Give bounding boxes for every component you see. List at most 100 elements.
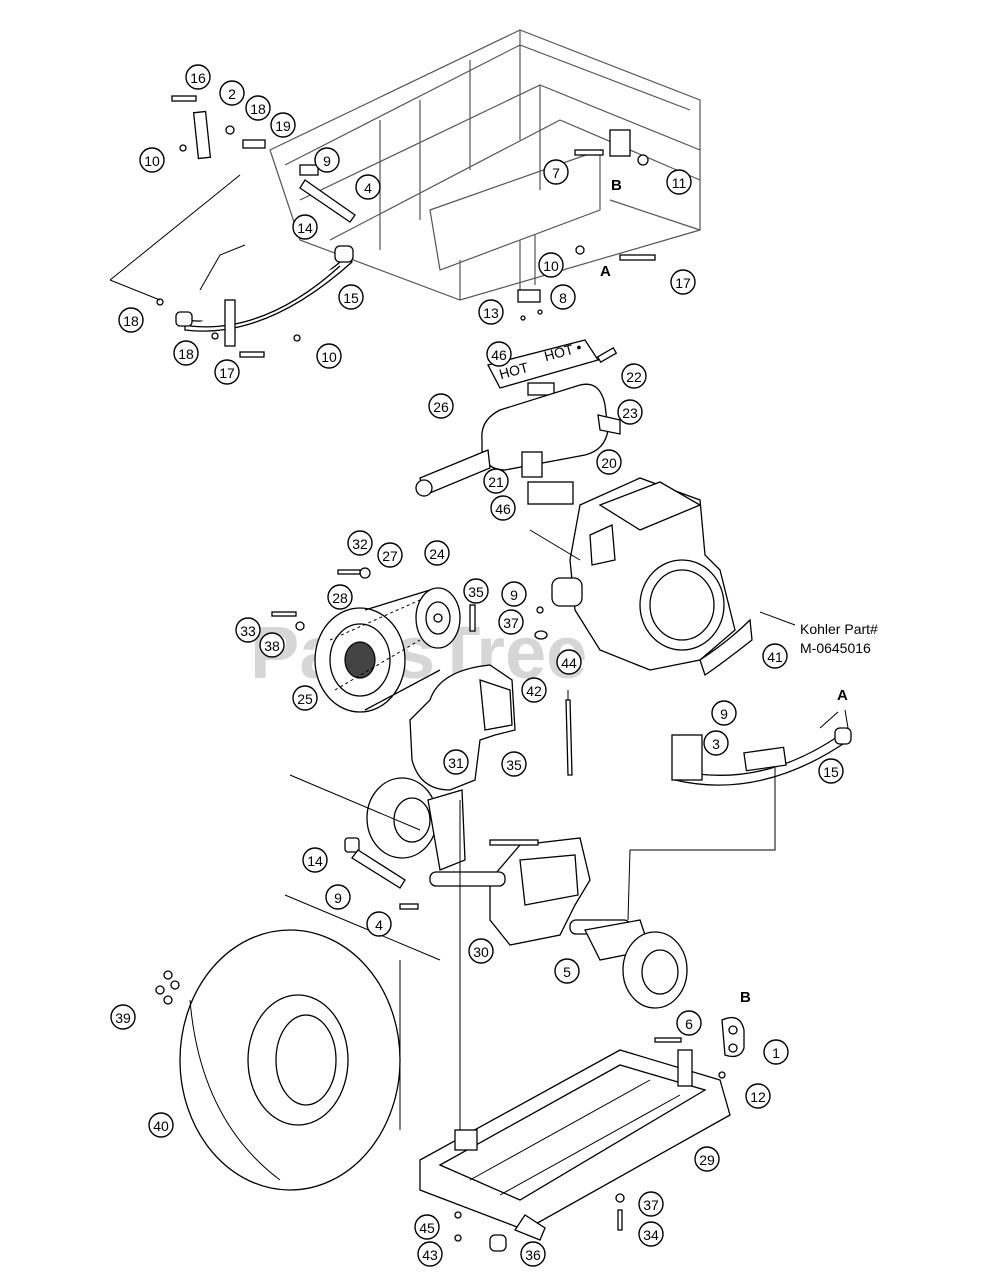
callout-number: 42	[526, 683, 542, 699]
callout-9: 9	[325, 884, 351, 910]
callout-38: 38	[259, 632, 285, 658]
callout-number: 15	[823, 764, 839, 780]
callout-13: 13	[478, 299, 504, 325]
callout-11: 11	[666, 169, 692, 195]
callout-34: 34	[638, 1221, 664, 1247]
callout-number: 3	[712, 736, 720, 752]
callout-number: 2	[228, 86, 236, 102]
callout-10: 10	[538, 252, 564, 278]
muffler	[415, 383, 621, 497]
washer-37	[615, 1193, 625, 1203]
callout-number: 27	[382, 548, 398, 564]
callout-35: 35	[463, 578, 489, 604]
callout-33: 33	[235, 617, 261, 643]
callout-23: 23	[617, 399, 643, 425]
callout-29: 29	[694, 1146, 720, 1172]
callout-5: 5	[554, 958, 580, 984]
callout-30: 30	[468, 938, 494, 964]
callout-number: 33	[240, 623, 256, 639]
callout-35: 35	[501, 751, 527, 777]
chassis-frame	[269, 29, 701, 301]
key-pin	[469, 604, 476, 632]
callout-10: 10	[316, 343, 342, 369]
callout-number: 5	[563, 964, 571, 980]
tire	[179, 929, 401, 1191]
washer-small	[534, 630, 548, 640]
callout-37: 37	[638, 1191, 664, 1217]
callout-number: 37	[643, 1197, 659, 1213]
bolt-43	[454, 1234, 462, 1242]
callout-2: 2	[219, 80, 245, 106]
callout-4: 4	[366, 911, 392, 937]
mount-bracket-b	[654, 1016, 745, 1087]
callout-18: 18	[118, 307, 144, 333]
callout-number: 34	[643, 1227, 659, 1243]
callout-6: 6	[676, 1010, 702, 1036]
callout-44: 44	[556, 649, 582, 675]
callout-number: 26	[433, 399, 449, 415]
callout-number: 14	[297, 220, 313, 236]
kohler-note-line2: M-0645016	[800, 640, 871, 656]
callout-37: 37	[498, 609, 524, 635]
rod	[565, 699, 573, 776]
callout-number: 29	[699, 1152, 715, 1168]
callout-number: 4	[364, 180, 372, 196]
callout-10: 10	[139, 147, 165, 173]
callout-9: 9	[711, 700, 737, 726]
callout-17: 17	[214, 359, 240, 385]
callout-39: 39	[110, 1004, 136, 1030]
callout-7: 7	[543, 159, 569, 185]
callout-number: 9	[334, 890, 342, 906]
callout-number: 24	[429, 546, 445, 562]
muffler-pin	[596, 347, 618, 363]
lug-nuts	[155, 970, 180, 1005]
callout-number: 11	[672, 175, 687, 191]
callout-15: 15	[818, 758, 844, 784]
label-a-top: A	[600, 263, 611, 280]
arm-left	[351, 849, 406, 889]
callout-14: 14	[302, 847, 328, 873]
callout-14: 14	[292, 214, 318, 240]
callout-17: 17	[670, 269, 696, 295]
callout-number: 20	[601, 455, 617, 471]
callout-number: 39	[115, 1010, 131, 1026]
callout-number: 9	[510, 587, 518, 603]
callout-number: 40	[153, 1118, 169, 1134]
callout-3: 3	[703, 730, 729, 756]
leader-lines-mid	[284, 774, 461, 1140]
callout-32: 32	[347, 530, 373, 556]
leader-kohler	[759, 611, 796, 626]
kohler-note-line1: Kohler Part#	[800, 621, 878, 637]
lower-frame	[419, 1049, 731, 1241]
callout-22: 22	[621, 363, 647, 389]
engine-shield	[699, 618, 753, 677]
callout-number: 45	[419, 1220, 435, 1236]
driven-pulley	[415, 587, 461, 649]
callout-number: 19	[275, 118, 291, 134]
callout-number: 6	[685, 1016, 693, 1032]
washer	[359, 567, 371, 579]
callout-27: 27	[377, 542, 403, 568]
bolt-35	[489, 839, 539, 846]
callout-9: 9	[501, 581, 527, 607]
washer-45	[454, 1211, 462, 1219]
pin-left	[399, 903, 419, 910]
callout-number: 35	[468, 584, 484, 600]
callout-number: 23	[622, 405, 638, 421]
callout-9: 9	[314, 147, 340, 173]
leader-engine	[529, 529, 581, 561]
callout-40: 40	[148, 1112, 174, 1138]
callout-number: 15	[343, 290, 359, 306]
callout-24: 24	[424, 540, 450, 566]
callout-42: 42	[521, 677, 547, 703]
callout-number: 17	[219, 365, 235, 381]
drive-pulley	[314, 589, 441, 713]
callout-number: 10	[144, 153, 160, 169]
callout-20: 20	[596, 449, 622, 475]
callout-number: 10	[321, 349, 337, 365]
engine	[527, 477, 736, 671]
frame-brackets	[517, 129, 656, 321]
callout-number: 46	[491, 347, 507, 363]
